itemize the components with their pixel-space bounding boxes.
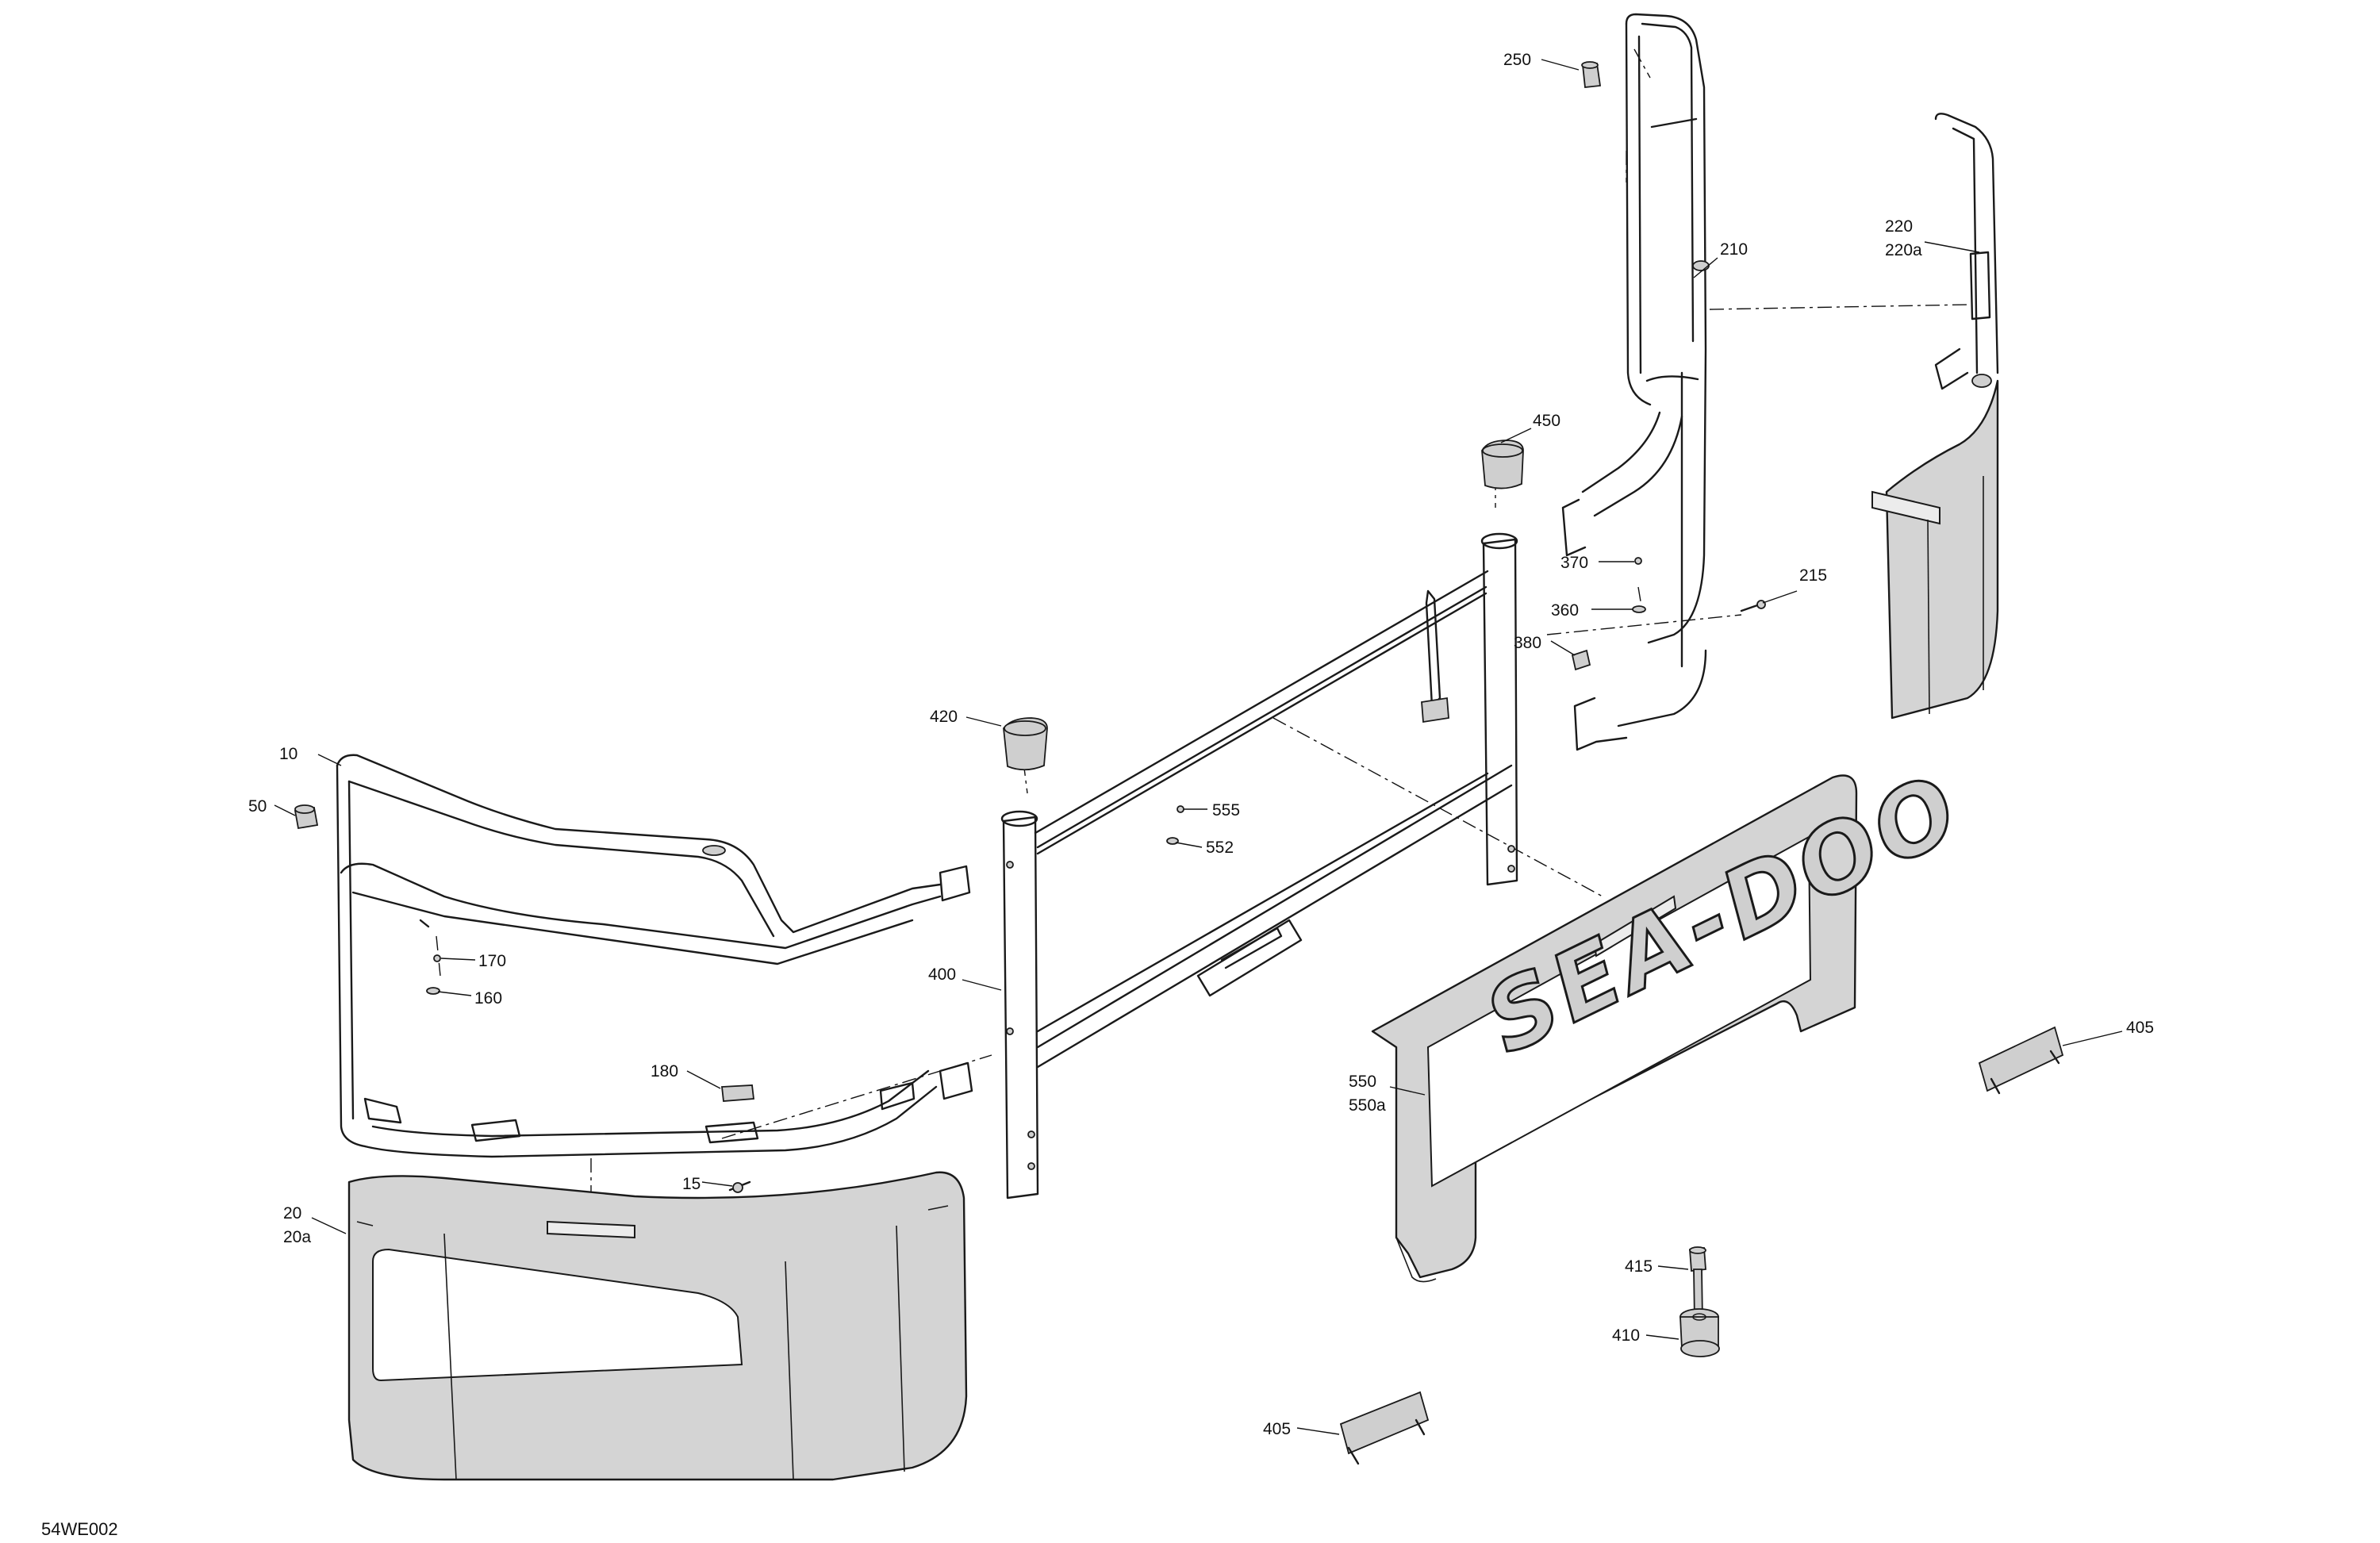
callout-550a: 550a bbox=[1349, 1096, 1386, 1115]
callout-labels: 250 210 220 220a 450 370 360 215 380 420… bbox=[248, 51, 2154, 1438]
small-hardware-left bbox=[426, 954, 755, 1193]
callout-10: 10 bbox=[279, 745, 298, 763]
callout-450: 450 bbox=[1533, 412, 1560, 430]
callout-370: 370 bbox=[1560, 554, 1588, 572]
diagram-reference-code: 54WE002 bbox=[41, 1519, 118, 1539]
part-420-post-cap bbox=[1003, 717, 1048, 771]
callout-550: 550 bbox=[1349, 1073, 1376, 1091]
part-210-rear-rail bbox=[1561, 13, 1710, 751]
callout-220: 220 bbox=[1885, 217, 1913, 236]
callout-250: 250 bbox=[1503, 51, 1531, 69]
callout-405-bottom: 405 bbox=[1263, 1420, 1291, 1438]
part-405-hinge-bottom bbox=[1339, 1391, 1430, 1465]
callout-360: 360 bbox=[1551, 601, 1579, 620]
assembly-lines bbox=[436, 48, 1968, 1230]
callout-552: 552 bbox=[1206, 839, 1234, 857]
part-50-cap bbox=[294, 804, 319, 830]
part-220-rear-side-panel bbox=[1871, 113, 1999, 720]
part-250-cap bbox=[1581, 61, 1602, 88]
small-hardware-center bbox=[1166, 805, 1184, 845]
callout-170: 170 bbox=[478, 952, 506, 970]
callout-210: 210 bbox=[1720, 240, 1748, 259]
part-405-hinge-right bbox=[1978, 1026, 2064, 1095]
callout-160: 160 bbox=[474, 989, 502, 1008]
callout-415: 415 bbox=[1625, 1257, 1653, 1276]
part-415-bolt bbox=[1689, 1246, 1706, 1322]
callout-380: 380 bbox=[1514, 634, 1541, 652]
callout-20: 20 bbox=[283, 1204, 301, 1223]
part-400-center-frame bbox=[1000, 532, 1518, 1199]
part-410-spacer bbox=[1679, 1308, 1720, 1357]
callout-220a: 220a bbox=[1885, 241, 1922, 259]
callout-410: 410 bbox=[1612, 1326, 1640, 1345]
callout-180: 180 bbox=[651, 1062, 678, 1080]
callout-20a: 20a bbox=[283, 1228, 311, 1246]
callout-420: 420 bbox=[930, 708, 958, 726]
part-20-front-panel bbox=[347, 1171, 968, 1481]
callout-50: 50 bbox=[248, 797, 267, 816]
callout-405-right: 405 bbox=[2126, 1019, 2154, 1037]
callout-215: 215 bbox=[1799, 566, 1827, 585]
callout-555: 555 bbox=[1212, 801, 1240, 819]
part-450-post-cap bbox=[1481, 439, 1524, 489]
part-10-front-rail bbox=[336, 754, 973, 1158]
small-hardware-right bbox=[1571, 557, 1766, 671]
part-550-sign-panel bbox=[1371, 774, 1858, 1283]
leader-lines bbox=[274, 59, 2123, 1435]
callout-15: 15 bbox=[682, 1175, 701, 1193]
callout-400: 400 bbox=[928, 965, 956, 984]
